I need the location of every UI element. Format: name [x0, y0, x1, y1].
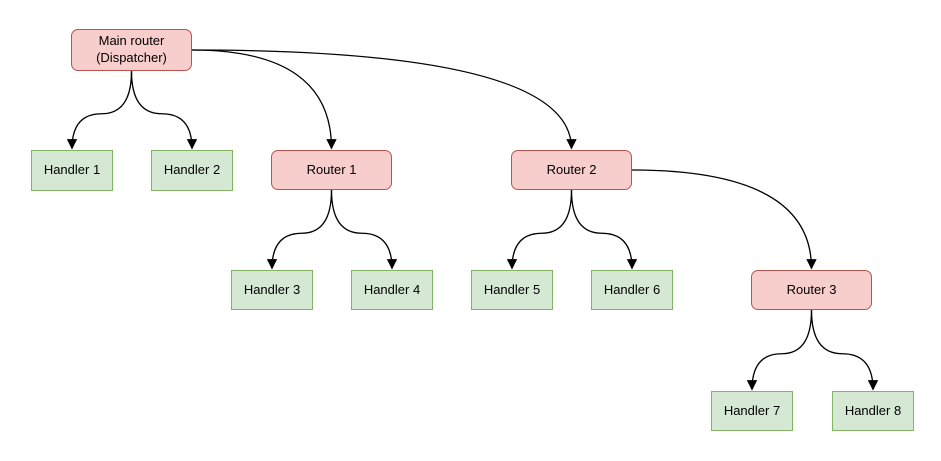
edge-main-h1 — [66, 70, 133, 150]
node-r3: Router 3 — [751, 270, 872, 310]
node-h4: Handler 4 — [351, 270, 433, 310]
node-h1: Handler 1 — [31, 150, 113, 191]
edge-main-h2 — [130, 70, 198, 150]
node-r1: Router 1 — [271, 150, 392, 190]
edge-r2-r3 — [631, 169, 817, 270]
node-main: Main router (Dispatcher) — [71, 29, 192, 71]
node-h5: Handler 5 — [471, 270, 553, 310]
node-h8: Handler 8 — [832, 391, 914, 431]
edge-r2-h6 — [570, 189, 638, 270]
edge-r2-h5 — [506, 189, 573, 270]
node-r2: Router 2 — [511, 150, 632, 190]
edge-r3-h7 — [746, 309, 813, 391]
node-h2: Handler 2 — [151, 150, 233, 191]
edge-r1-h3 — [266, 189, 333, 270]
edge-main-r1 — [191, 49, 337, 150]
edge-main-r2 — [191, 49, 577, 150]
node-h3: Handler 3 — [231, 270, 313, 310]
edge-r3-h8 — [810, 309, 879, 391]
node-h6: Handler 6 — [591, 270, 673, 310]
node-h7: Handler 7 — [711, 391, 793, 431]
edge-r1-h4 — [330, 189, 398, 270]
